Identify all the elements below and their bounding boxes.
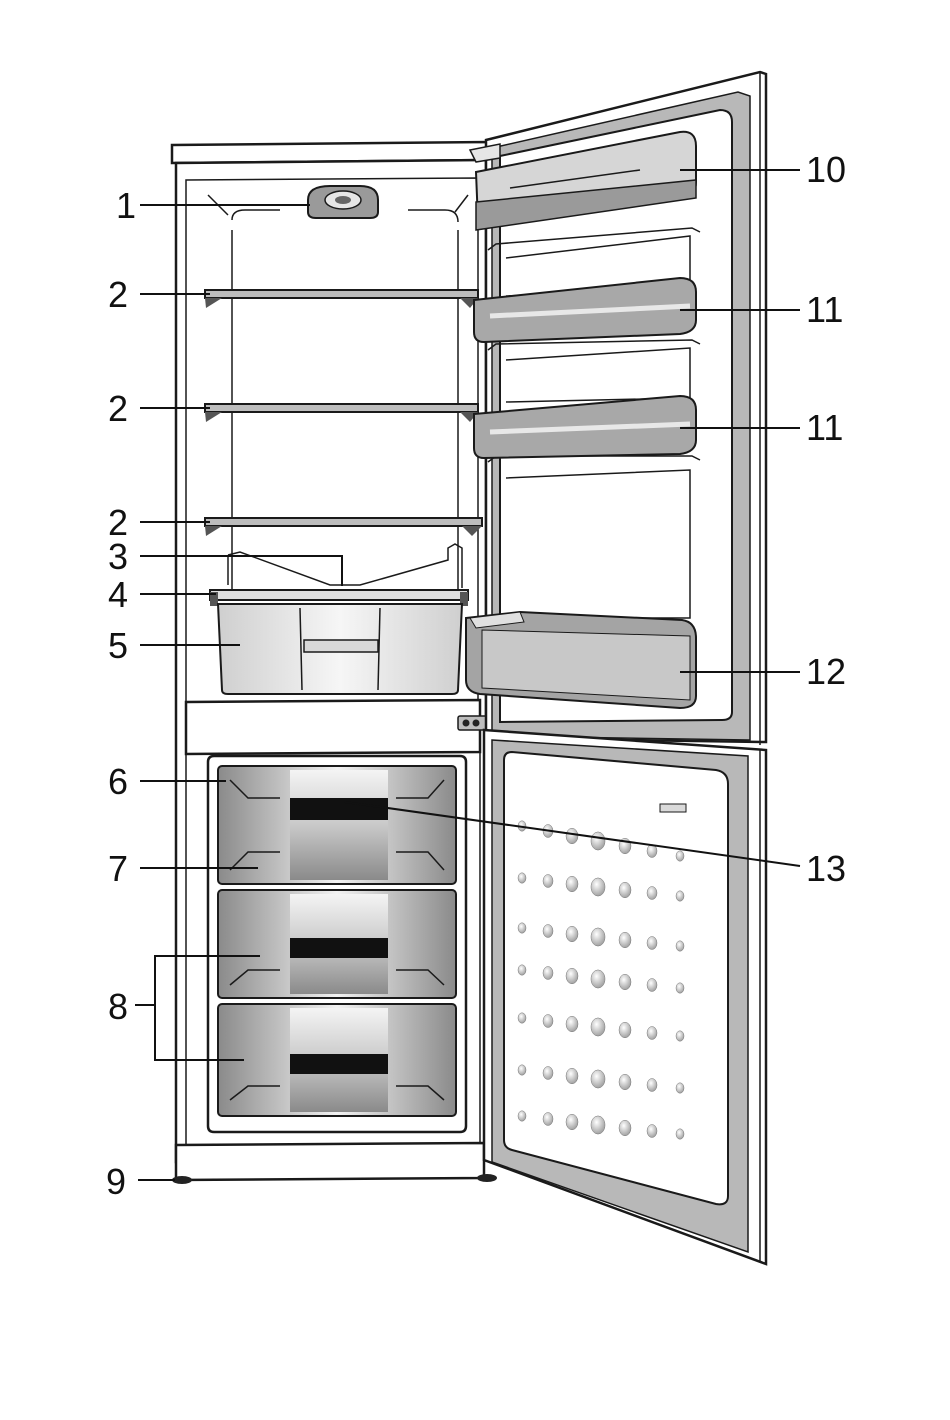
door-dimple [591, 1018, 605, 1036]
callout-11-upper: 11 [806, 289, 843, 330]
door-dimple [591, 878, 605, 896]
door-dimple [591, 970, 605, 988]
door-dimple [676, 1083, 684, 1093]
door-dimple [543, 1113, 553, 1126]
door-dimple [591, 1070, 605, 1088]
door-dimple [676, 851, 684, 861]
door-dimple [566, 1016, 578, 1032]
callout-3: 3 [108, 536, 128, 577]
door-dimple [591, 928, 605, 946]
door-dimple [543, 967, 553, 980]
door-dimple [676, 891, 684, 901]
door-dimple [647, 937, 657, 950]
door-dimple [543, 925, 553, 938]
callout-10: 10 [806, 149, 846, 190]
thermostat-lamp-housing [308, 186, 378, 218]
door-dimple [518, 1111, 526, 1121]
door-dimple [647, 887, 657, 900]
door-dimple [619, 1120, 631, 1136]
door-dimple [676, 1129, 684, 1139]
door-dimple [676, 983, 684, 993]
door-dimple [676, 1031, 684, 1041]
door-dimple [619, 974, 631, 990]
callout-6: 6 [108, 761, 128, 802]
callout-8: 8 [108, 986, 128, 1027]
door-dimple [619, 932, 631, 948]
freezer-drawer-middle [218, 890, 456, 998]
callout-2-middle: 2 [108, 388, 128, 429]
door-dimple [647, 1079, 657, 1092]
door-dimple [676, 941, 684, 951]
callout-4: 4 [108, 574, 128, 615]
callout-7: 7 [108, 848, 128, 889]
door-dimple [518, 1065, 526, 1075]
door-dimple [518, 873, 526, 883]
door-dimple [566, 926, 578, 942]
door-dimple [566, 876, 578, 892]
freezer-drawer-bottom [218, 1004, 456, 1116]
door-dimple [647, 1027, 657, 1040]
door-dimple [518, 1013, 526, 1023]
door-dimple [518, 923, 526, 933]
door-dimple [543, 875, 553, 888]
callout-5: 5 [108, 625, 128, 666]
crisper-drawer [218, 604, 462, 694]
door-dimple [543, 1067, 553, 1080]
door-dimple [566, 828, 578, 844]
door-dimple [619, 882, 631, 898]
door-dimple [591, 1116, 605, 1134]
door-dimple [619, 1022, 631, 1038]
callout-1: 1 [116, 185, 136, 226]
door-dimple [619, 1074, 631, 1090]
callout-12: 12 [806, 651, 846, 692]
door-dimple [647, 1125, 657, 1138]
callout-13: 13 [806, 848, 846, 889]
callout-11-lower: 11 [806, 407, 843, 448]
door-dimple [647, 979, 657, 992]
door-bottle-shelf [466, 612, 696, 708]
door-dimple [543, 1015, 553, 1028]
door-dimple [566, 968, 578, 984]
freezer-drawer-top [218, 766, 456, 884]
door-dimple [566, 1068, 578, 1084]
door-dimple [566, 1114, 578, 1130]
callout-2-top: 2 [108, 274, 128, 315]
freezer-door [484, 730, 766, 1264]
callout-9: 9 [106, 1161, 126, 1202]
door-dimple [591, 832, 605, 850]
door-dimple [518, 965, 526, 975]
